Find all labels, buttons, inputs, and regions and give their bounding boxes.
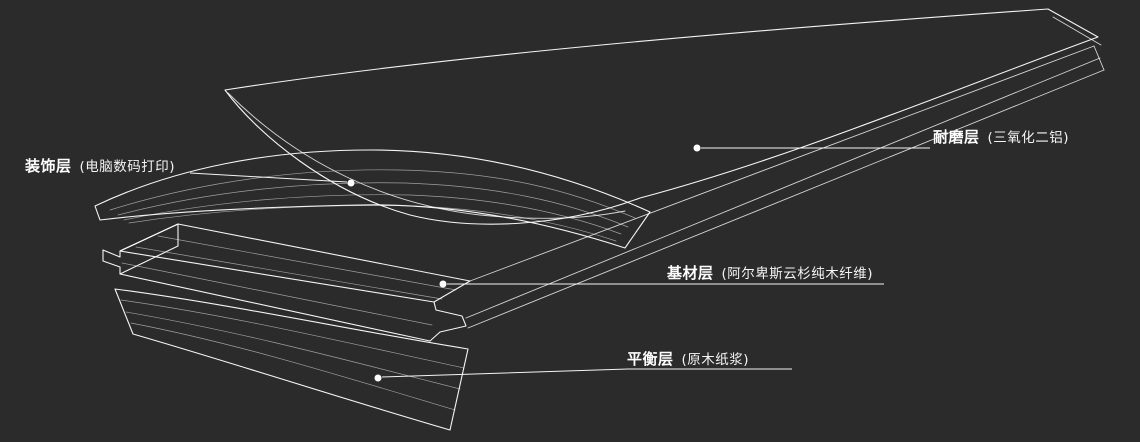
wear-sheet-fold-line — [227, 92, 626, 219]
decorative-grain-1 — [109, 169, 636, 219]
base-layer-label: 基材层 (阿尔卑斯云杉纯木纤维) — [667, 264, 873, 283]
stack-right-edge — [1093, 45, 1105, 71]
balance-grain-2 — [125, 311, 461, 390]
board-end-face-groove — [102, 223, 179, 275]
balance-layer-desc: (原木纸浆) — [681, 352, 750, 368]
balance-outline — [114, 288, 469, 431]
decorative-grain-3 — [123, 194, 622, 235]
base-layer-desc: (阿尔卑斯云杉纯木纤维) — [721, 266, 874, 282]
decorative-grain-2 — [117, 182, 629, 228]
board-bottom-front-edge — [119, 273, 431, 342]
decorative-leader-line — [189, 172, 348, 183]
balance-layer-label: 平衡层 (原木纸浆) — [627, 350, 749, 369]
base-layer-name: 基材层 — [667, 264, 714, 282]
wear-sheet-stacked-edge — [1052, 16, 1102, 46]
wear-callout-dot — [693, 144, 701, 152]
balance-layer-name: 平衡层 — [627, 350, 674, 368]
stack-line-2 — [465, 57, 1101, 319]
board-cut-tongue-profile — [429, 301, 467, 342]
wear-layer-name: 耐磨层 — [933, 128, 980, 146]
decorative-layer-name: 装饰层 — [25, 157, 72, 175]
balance-layer-sheet — [114, 288, 469, 431]
callouts — [189, 144, 930, 382]
board-top-face — [119, 223, 471, 303]
decorative-outline — [94, 149, 651, 249]
balance-grain-1 — [120, 299, 465, 369]
board-grain-2 — [135, 246, 443, 300]
decorative-layer-sheet — [94, 149, 651, 249]
decorative-grain-4 — [128, 205, 617, 242]
stack-line-1 — [469, 45, 1095, 282]
base-callout-dot — [439, 280, 447, 288]
board-grain-1 — [157, 235, 457, 291]
balance-callout-dot — [374, 374, 382, 382]
balance-leader-line — [381, 368, 792, 378]
wear-layer-label: 耐磨层 (三氧化二铝) — [933, 128, 1069, 147]
board-front-face-line — [121, 262, 433, 326]
stacked-edges — [465, 45, 1105, 329]
wear-sheet-outline — [224, 8, 1099, 225]
decorative-layer-desc: (电脑数码打印) — [79, 159, 176, 175]
base-layer-board — [102, 223, 471, 342]
wear-layer-sheet — [224, 8, 1102, 225]
decorative-layer-label: 装饰层 (电脑数码打印) — [25, 157, 175, 176]
decorative-callout-dot — [347, 179, 355, 187]
balance-grain-3 — [130, 322, 456, 411]
stack-line-3 — [467, 69, 1105, 329]
wear-layer-desc: (三氧化二铝) — [987, 130, 1070, 146]
